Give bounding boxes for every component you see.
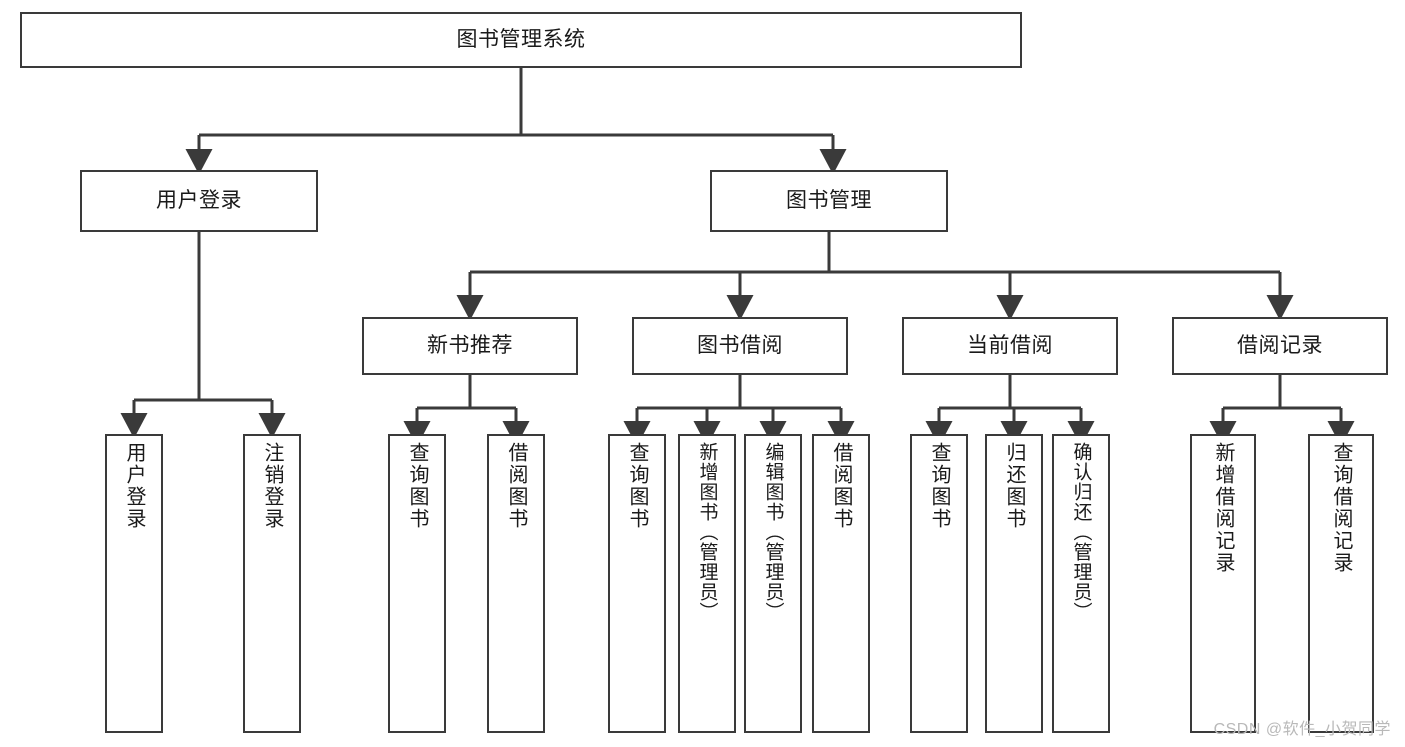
node-leaf-label: 查询借阅记录 (1330, 442, 1352, 574)
node-l3-label: 当前借阅 (967, 333, 1053, 357)
node-root[interactable]: 图书管理系统 (20, 12, 1022, 68)
node-leaf-查询图书[interactable]: 查询图书 (388, 434, 446, 733)
node-leaf-label: 查询图书 (626, 442, 648, 530)
node-leaf-label: 查询图书 (928, 442, 950, 530)
node-leaf-label: 新增图书（管理员） (696, 442, 718, 622)
node-leaf-借阅图书[interactable]: 借阅图书 (812, 434, 870, 733)
node-leaf-借阅图书[interactable]: 借阅图书 (487, 434, 545, 733)
node-leaf-label: 注销登录 (261, 442, 283, 530)
node-leaf-label: 归还图书 (1003, 442, 1025, 530)
node-leaf-label: 新增借阅记录 (1212, 442, 1234, 574)
node-leaf-查询借阅记录[interactable]: 查询借阅记录 (1308, 434, 1374, 733)
node-leaf-注销登录[interactable]: 注销登录 (243, 434, 301, 733)
node-l3-label: 图书借阅 (697, 333, 783, 357)
node-leaf-编辑图书管理员[interactable]: 编辑图书（管理员） (744, 434, 802, 733)
node-leaf-查询图书[interactable]: 查询图书 (910, 434, 968, 733)
node-leaf-label: 编辑图书（管理员） (762, 442, 784, 622)
node-l2-图书管理[interactable]: 图书管理 (710, 170, 948, 232)
node-l3-当前借阅[interactable]: 当前借阅 (902, 317, 1118, 375)
node-l2-用户登录[interactable]: 用户登录 (80, 170, 318, 232)
node-l3-label: 借阅记录 (1237, 333, 1323, 357)
node-l3-新书推荐[interactable]: 新书推荐 (362, 317, 578, 375)
node-root-label: 图书管理系统 (456, 27, 586, 51)
node-l2-label: 图书管理 (786, 188, 872, 212)
node-leaf-label: 借阅图书 (505, 442, 527, 530)
node-leaf-查询图书[interactable]: 查询图书 (608, 434, 666, 733)
node-l3-借阅记录[interactable]: 借阅记录 (1172, 317, 1388, 375)
node-l3-label: 新书推荐 (427, 333, 513, 357)
node-l2-label: 用户登录 (156, 188, 242, 212)
node-leaf-用户登录[interactable]: 用户登录 (105, 434, 163, 733)
node-leaf-label: 查询图书 (406, 442, 428, 530)
node-l3-图书借阅[interactable]: 图书借阅 (632, 317, 848, 375)
node-leaf-label: 用户登录 (123, 442, 145, 530)
node-leaf-归还图书[interactable]: 归还图书 (985, 434, 1043, 733)
node-leaf-新增借阅记录[interactable]: 新增借阅记录 (1190, 434, 1256, 733)
watermark: CSDN @软件_小贺同学 (1213, 721, 1391, 738)
node-leaf-label: 借阅图书 (830, 442, 852, 530)
node-leaf-确认归还管理员[interactable]: 确认归还（管理员） (1052, 434, 1110, 733)
node-leaf-新增图书管理员[interactable]: 新增图书（管理员） (678, 434, 736, 733)
node-leaf-label: 确认归还（管理员） (1070, 442, 1092, 622)
